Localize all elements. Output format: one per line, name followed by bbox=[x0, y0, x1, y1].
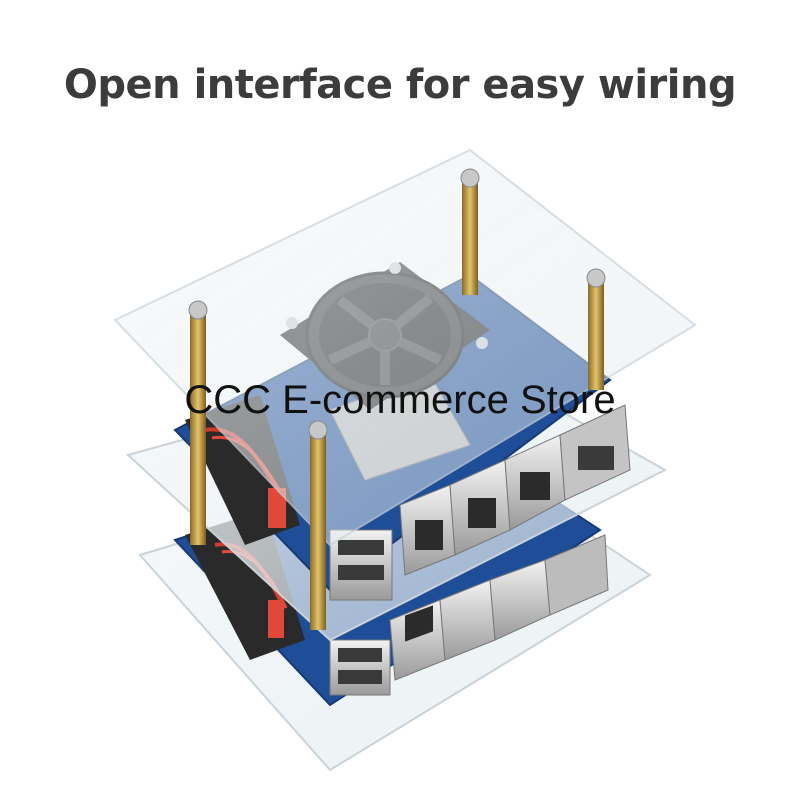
upper-ethernet-ports bbox=[399, 404, 631, 576]
top-acrylic-plate bbox=[113, 148, 697, 547]
lower-ethernet-ports bbox=[389, 534, 609, 681]
watermark-text: CCC E-commerce Store bbox=[184, 378, 616, 422]
brass-standoffs bbox=[188, 168, 606, 630]
headline: Open interface for easy wiring bbox=[63, 62, 737, 108]
